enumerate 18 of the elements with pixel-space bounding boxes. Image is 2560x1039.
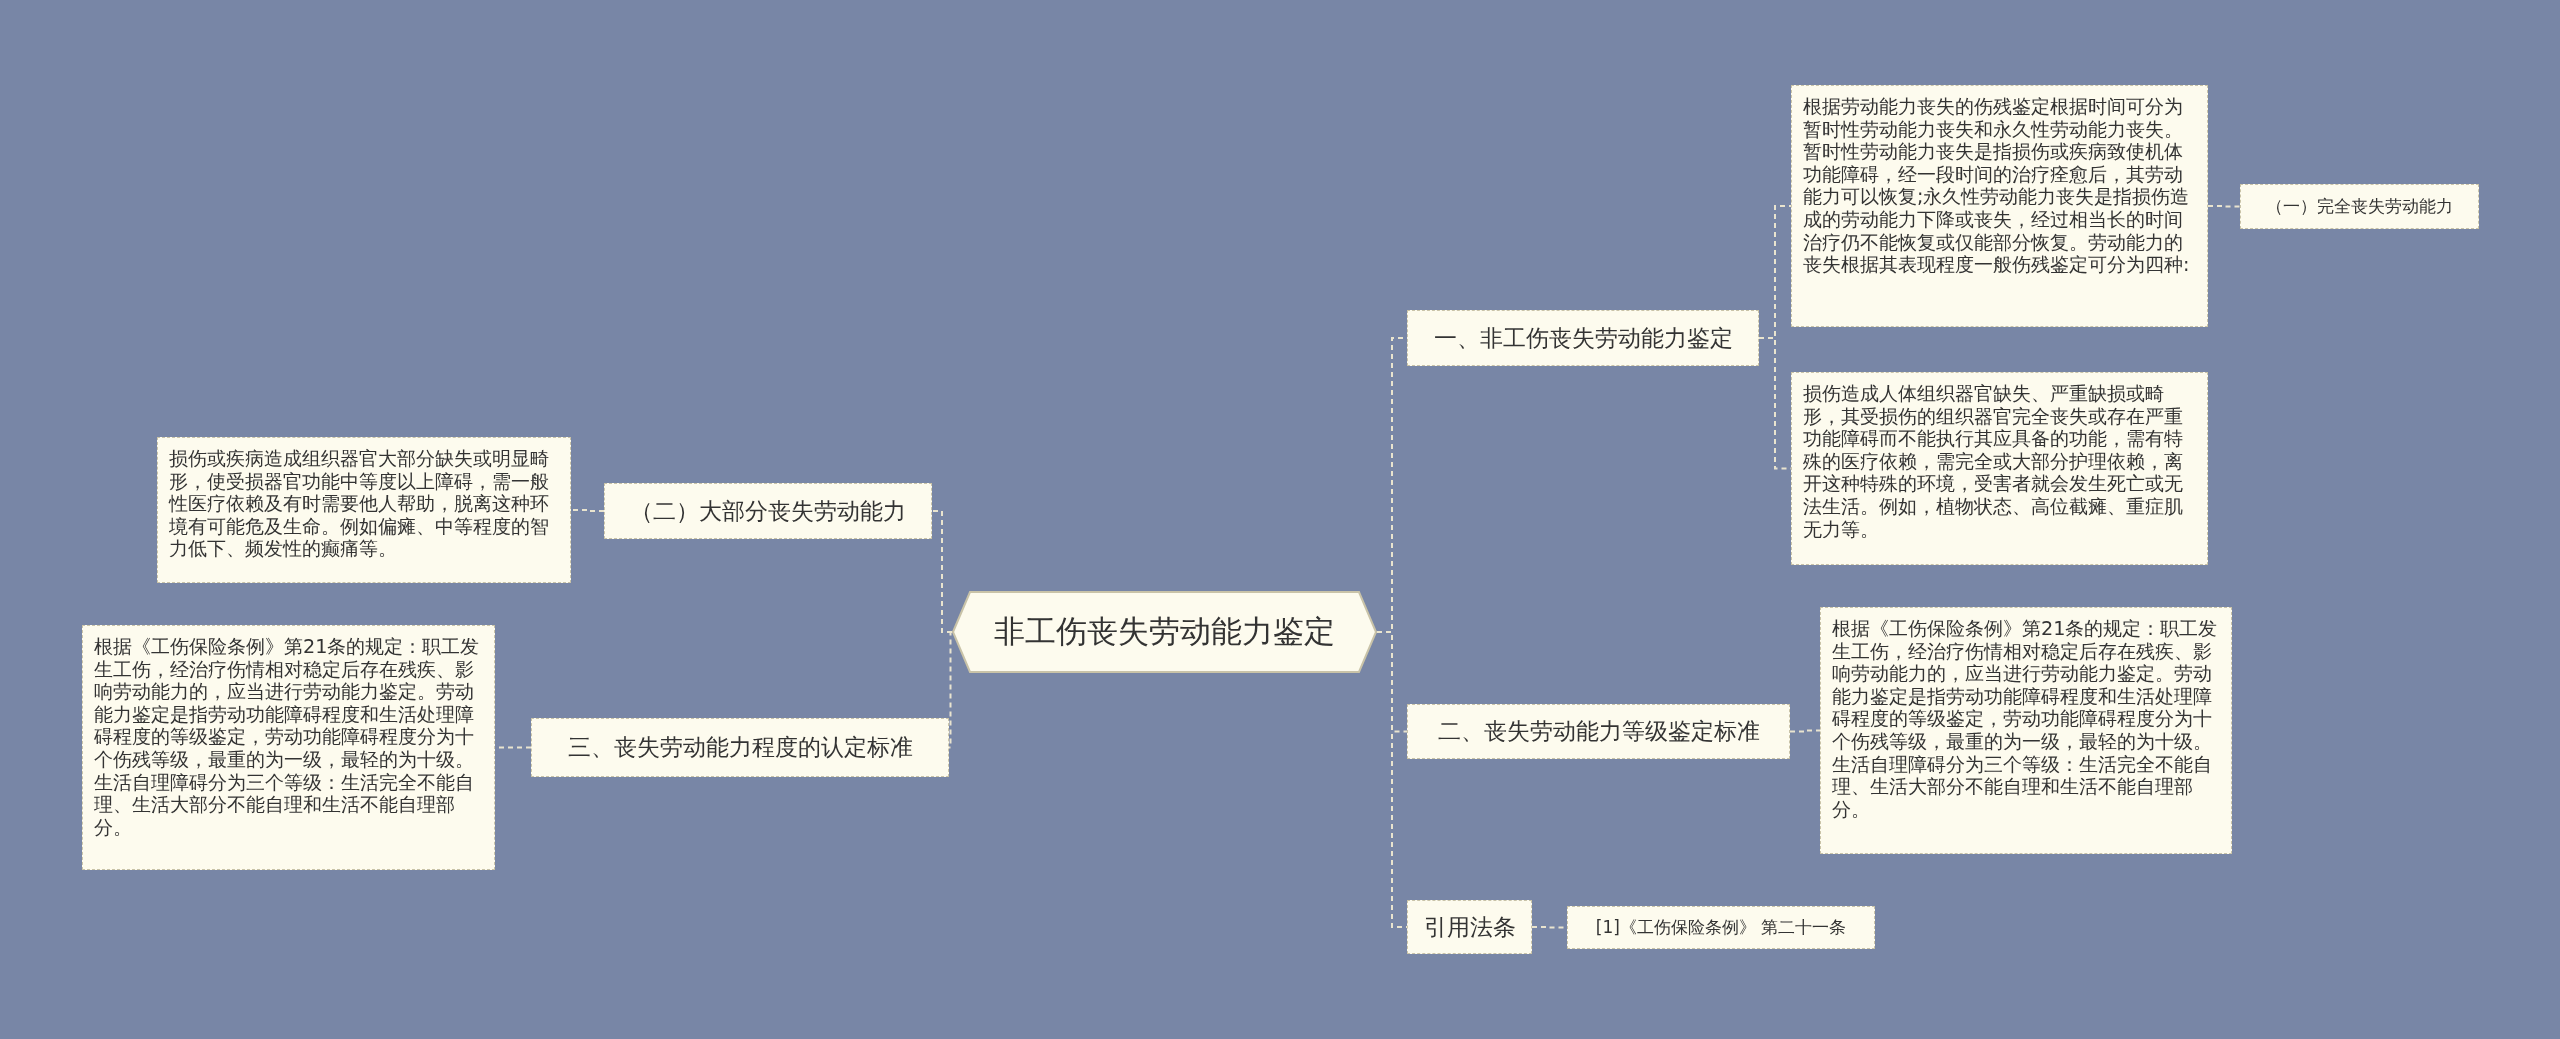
central-topic: 非工伤丧失劳动能力鉴定 [952,591,1377,673]
topic-box: [1]《工伤保险条例》 第二十一条 [1567,906,1875,949]
connector-line [2207,205,2241,208]
note-box: 根据劳动能力丧失的伤残鉴定根据时间可分为暂时性劳动能力丧失和永久性劳动能力丧失。暂时性劳动能力丧失是指损伤或疾病致使机体功能障碍，经一段时间的治疗痊愈后，其劳动能力可以恢复;永久性劳动能力丧失是指损伤造成的劳动能力下降或丧失，经过相当长的时间治疗仍不能恢复或仅能部分恢复。劳动能力的丧失根据其表现程度一般伤残鉴定可分为四种: [1791,85,2208,327]
note-box: 损伤造成人体组织器官缺失、严重缺损或畸形，其受损伤的组织器官完全丧失或存在严重功能障碍而不能执行其应具备的功能，需有特殊的医疗依赖，需完全或大部分护理依赖，离开这种特殊的环境，受害者就会发生死亡或无法生活。例如，植物状态、高位截瘫、重症肌无力等。 [1791,372,2208,565]
topic-box: 引用法条 [1407,900,1532,954]
topic-box: 二、丧失劳动能力等级鉴定标准 [1407,704,1790,759]
topic-box: 三、丧失劳动能力程度的认定标准 [531,718,949,777]
connector-line [931,510,953,633]
topic-box: （二）大部分丧失劳动能力 [604,483,932,539]
note-box: 根据《工伤保险条例》第21条的规定：职工发生工伤，经治疗伤情相对稳定后存在残疾、影响劳动能力的，应当进行劳动能力鉴定。劳动能力鉴定是指劳动功能障碍程度和生活处理障碍程度的等级鉴定，劳动功能障碍程度分为十个伤残等级，最重的为一级，最轻的为十级。生活自理障碍分为三个等级：生活完全不能自理、生活大部分不能自理和生活不能自理部分。 [1820,607,2232,854]
connector-line [948,631,953,749]
connector-line [1789,729,1821,733]
note-box: 根据《工伤保险条例》第21条的规定：职工发生工伤，经治疗伤情相对稳定后存在残疾、影响劳动能力的，应当进行劳动能力鉴定。劳动能力鉴定是指劳动功能障碍程度和生活处理障碍程度的等级鉴定，劳动功能障碍程度分为十个伤残等级，最重的为一级，最轻的为十级。生活自理障碍分为三个等级：生活完全不能自理、生活大部分不能自理和生活不能自理部分。 [82,625,495,870]
topic-box: 一、非工伤丧失劳动能力鉴定 [1407,310,1759,366]
note-box: 损伤或疾病造成组织器官大部分缺失或明显畸形，使受损器官功能中等度以上障碍，需一般性医疗依赖及有时需要他人帮助，脱离这种环境有可能危及生命。例如偏瘫、中等程度的智力低下、频发性的癫痛等。 [157,437,571,583]
topic-box: （一）完全丧失劳动能力 [2240,184,2479,229]
connector-line [570,509,605,512]
